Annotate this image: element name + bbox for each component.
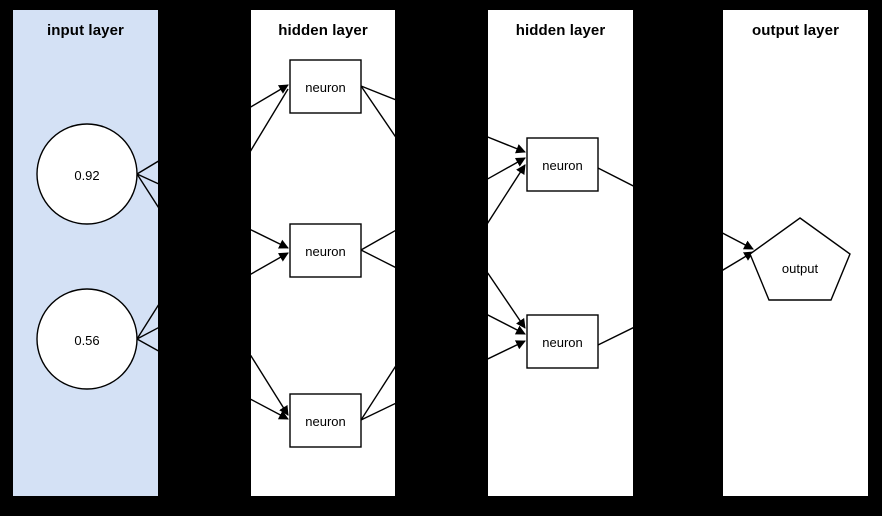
layer-title-input: input layer [47,22,124,39]
hidden1-neuron-3-label: neuron [305,414,346,429]
hidden1-neuron-1-label: neuron [305,80,346,95]
output-node-label: output [781,261,819,276]
layer-panel-hidden-2 [488,10,633,496]
layer-panel-input [13,10,158,496]
input-node-1-label: 0.92 [74,168,100,183]
layer-title-hidden-2: hidden layer [515,22,606,39]
layer-title-hidden-1: hidden layer [278,22,368,39]
input-node-2-label: 0.56 [74,333,100,348]
hidden2-neuron-2-label: neuron [542,335,583,350]
layer-panel-output [723,10,868,496]
hidden1-neuron-2-label: neuron [305,244,346,259]
layer-title-output: output layer [751,22,840,39]
hidden2-neuron-1-label: neuron [542,158,583,173]
